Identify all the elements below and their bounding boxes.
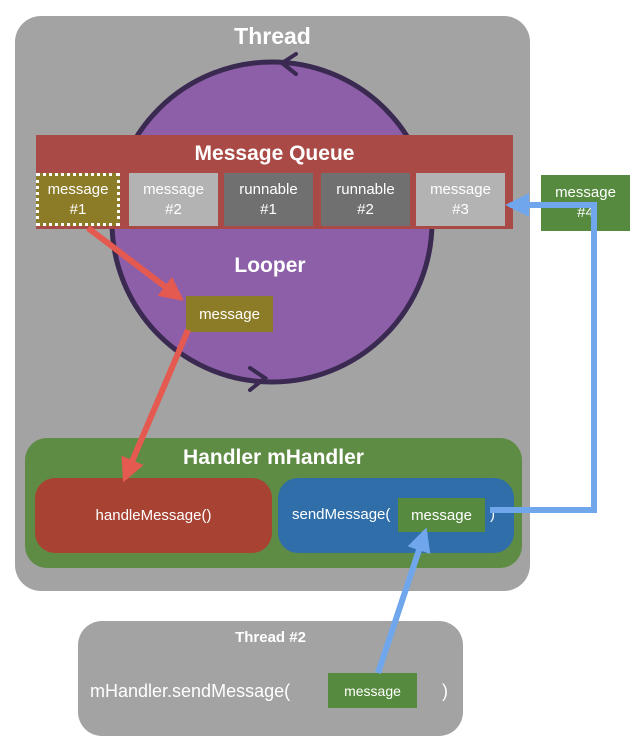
slot-line2: #3	[452, 200, 469, 218]
thread-title: Thread	[234, 22, 311, 49]
arrow-looper-to-handle	[121, 328, 191, 483]
slot-line2: #1	[260, 200, 277, 218]
arrow-send-to-queue	[490, 202, 597, 513]
handle-message-box: handleMessage()	[35, 478, 272, 553]
thread2-title: Thread #2	[235, 628, 306, 646]
looper-top-arrowhead	[278, 52, 298, 76]
queue-slot-message-2: message #2	[129, 173, 218, 226]
queue-slot-message-3: message #3	[416, 173, 505, 226]
slot-line2: #2	[357, 200, 374, 218]
slot-line1: message	[430, 180, 491, 198]
send-message-call: sendMessage(	[292, 506, 391, 523]
arrow-queue-to-looper	[86, 225, 184, 301]
incoming-line1: message	[555, 184, 616, 201]
looper-message: message	[186, 296, 273, 332]
slot-line1: message	[143, 180, 204, 198]
handler-title: Handler mHandler	[183, 446, 364, 469]
queue-slot-message-1: message #1	[36, 173, 120, 226]
looper-label: Looper	[234, 254, 306, 277]
slot-line1: runnable	[336, 180, 395, 198]
send-message-close-paren: )	[490, 506, 495, 523]
incoming-line2: #4	[577, 204, 594, 221]
looper-bottom-arrowhead	[248, 366, 269, 392]
thread2-call: mHandler.sendMessage(	[90, 681, 291, 701]
slot-line2: #2	[165, 200, 182, 218]
thread2-message: message	[328, 673, 417, 708]
arrow-thread2-to-handler	[375, 527, 431, 674]
queue-slot-runnable-1: runnable #1	[224, 173, 313, 226]
thread2-close-paren: )	[442, 681, 448, 701]
send-message-argument: message	[398, 498, 485, 532]
slot-line1: message	[47, 180, 109, 198]
queue-slot-runnable-2: runnable #2	[321, 173, 410, 226]
message-queue-title: Message Queue	[194, 142, 355, 165]
slot-line2: #1	[69, 200, 87, 218]
slot-line1: runnable	[239, 180, 298, 198]
